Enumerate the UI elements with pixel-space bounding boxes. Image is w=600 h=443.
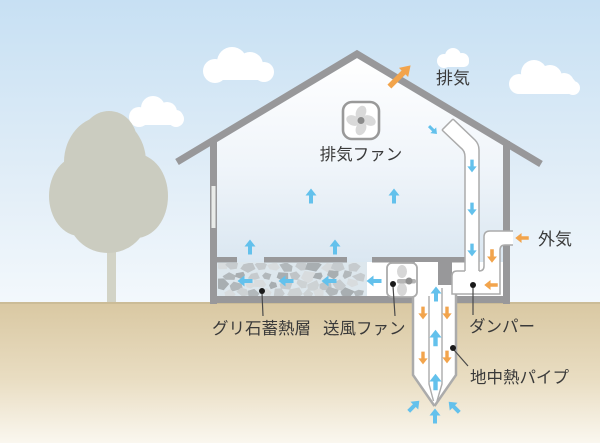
label-exhaust: 排気 bbox=[436, 69, 470, 89]
label-damper: ダンパー bbox=[469, 317, 535, 336]
exhaust-fan-icon bbox=[341, 100, 381, 141]
foundation bbox=[213, 296, 510, 303]
house-interior bbox=[212, 58, 503, 296]
exhaust-air-arrow-icon bbox=[387, 65, 411, 89]
label-gravel-heat-layer: グリ石蓄熱層 bbox=[212, 319, 311, 338]
label-outside-air: 外気 bbox=[538, 230, 572, 250]
ceiling-return-pipe bbox=[441, 118, 480, 273]
leader-dots bbox=[259, 281, 476, 351]
ground bbox=[0, 302, 600, 443]
cloud bbox=[509, 60, 580, 95]
cloud bbox=[437, 48, 469, 68]
outside-air-pipe-and-damper-junction bbox=[451, 230, 513, 295]
leader-lines bbox=[261, 285, 474, 367]
cloud bbox=[129, 96, 184, 127]
foundation-block bbox=[438, 262, 452, 288]
label-exhaust-fan: 排気ファン bbox=[320, 145, 403, 164]
floor-slats bbox=[213, 257, 466, 263]
label-blower-fan: 送風ファン bbox=[323, 319, 406, 338]
roof bbox=[175, 49, 543, 168]
fan-duct bbox=[415, 262, 438, 296]
blower-fan bbox=[386, 262, 418, 298]
tree bbox=[49, 111, 168, 304]
label-geothermal-pipe: 地中熱パイプ bbox=[470, 368, 570, 387]
cloud bbox=[203, 47, 274, 83]
left-wall-window bbox=[211, 186, 216, 228]
right-wall bbox=[503, 141, 510, 304]
